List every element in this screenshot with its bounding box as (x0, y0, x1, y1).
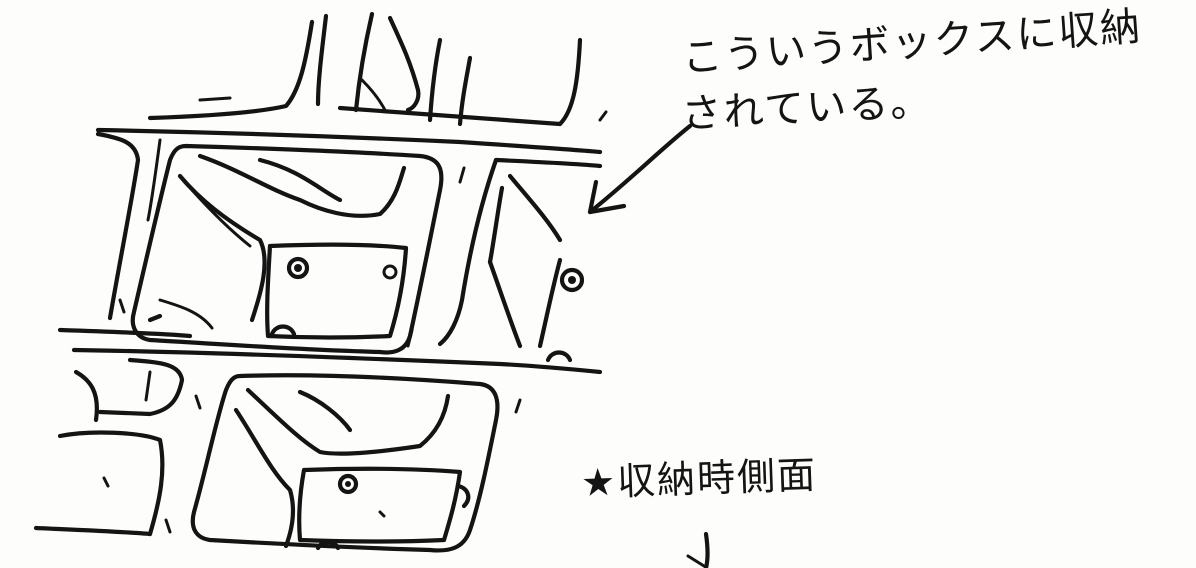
main-compartment (130, 143, 444, 355)
top-compartment-row (147, 11, 608, 127)
side-view-label: ★収納時側面 (580, 452, 818, 505)
lower-compartment (164, 373, 522, 553)
left-compartment (57, 131, 202, 537)
rails (33, 127, 603, 537)
down-arrow-stub (686, 531, 710, 568)
right-compartment (406, 157, 603, 363)
pointer-arrow (587, 123, 693, 215)
